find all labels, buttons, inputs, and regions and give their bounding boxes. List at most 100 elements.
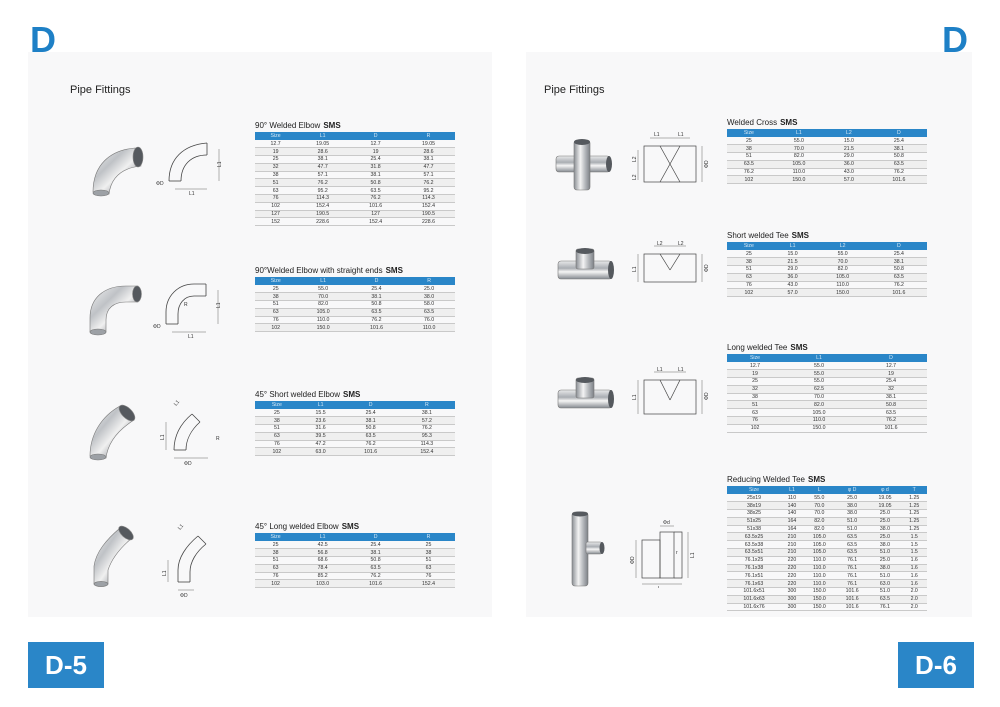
table-cell: 78.4 [296, 564, 350, 573]
table-cell: 1.5 [901, 548, 927, 557]
drawing-label: L1 [160, 434, 166, 440]
table-cell: 51.0 [868, 587, 902, 596]
table-cell: 25 [255, 155, 297, 164]
table-cell: 164 [781, 517, 803, 526]
short-tee-photo [557, 248, 614, 280]
table-cell: 38 [255, 292, 297, 302]
table-cell: 51x38 [727, 525, 782, 534]
catalog-page-left: D Pipe Fittings L1 L1 ΦD 90° Welded Elbo… [28, 21, 455, 688]
table-cell: 63.5 [349, 308, 404, 317]
table-cell: 1.6 [901, 556, 927, 565]
drawing-label: ΦD [156, 181, 164, 187]
table-cell: 76.1x51 [727, 571, 782, 581]
table-cell: 43.0 [770, 281, 815, 290]
drawing-label: L1 [188, 334, 194, 340]
section-letter: D [942, 19, 968, 60]
table-cell: 220 [781, 556, 803, 565]
table-cell: 55.0 [783, 362, 855, 371]
table-cell: 101.6 [349, 202, 403, 211]
table-cell: 114.3 [402, 194, 455, 203]
table-cell: 47.2 [298, 440, 343, 449]
table-cell: 68.6 [296, 556, 350, 565]
table-cell: 38x25 [727, 509, 782, 518]
drawing-label: R [216, 436, 220, 442]
table-cell: 150.0 [770, 175, 827, 185]
table-cell: 21.5 [826, 144, 871, 154]
table-cell: 51.0 [835, 525, 869, 534]
reducing-tee-photo [571, 511, 605, 587]
table-cell: 63 [727, 408, 784, 418]
table-cell: 220 [781, 579, 803, 589]
table-cell: 63.5 [349, 564, 403, 573]
table-cell: 2.0 [901, 587, 927, 596]
table-cell: 63.5 [870, 160, 927, 169]
table-cell: 76.2 [349, 572, 403, 581]
welded-cross-photo [555, 139, 612, 191]
table-cell: 76.1 [835, 571, 869, 581]
elbow-90-photo [92, 146, 144, 197]
table-cell: 210 [781, 548, 803, 557]
table-cell: 50.8 [342, 424, 399, 433]
table-cell: 38.1 [398, 409, 455, 418]
table-cell: 43.0 [826, 168, 871, 177]
table-cell: 38 [255, 171, 297, 180]
table-cell: 19.05 [868, 501, 902, 511]
short-tee-drawing: L2 L2 L1 ΦD [632, 241, 710, 283]
table-cell: 76.2 [342, 440, 399, 449]
table-cell: 25.0 [403, 285, 455, 294]
table-cell: 42.5 [296, 541, 350, 550]
drawing-label: L [658, 586, 661, 588]
table-cell: 63.5 [855, 408, 927, 418]
elbow-45-long-drawing: L1 L1 ΦD [162, 523, 207, 598]
drawing-label: ΦD [180, 593, 188, 598]
long-tee-photo [557, 377, 614, 409]
table-cell: 102 [727, 288, 771, 298]
table-cell: 82.0 [802, 517, 836, 526]
table-cell: 76.2 [402, 178, 455, 188]
table-cell: 76.1 [835, 564, 869, 573]
table-cell: 19 [255, 147, 297, 157]
table-cell: 150.0 [814, 288, 871, 298]
table-cell: 101.6 [870, 175, 927, 185]
table-cell: 300 [781, 595, 803, 604]
table-cell: 76 [255, 194, 297, 203]
table-cell: 82.0 [802, 525, 836, 534]
table-cell: 140 [781, 509, 803, 518]
table-cell: 76 [255, 440, 299, 449]
table-cell: 300 [781, 603, 803, 612]
table-cell: 25 [255, 285, 297, 294]
table-cell: 70.0 [802, 509, 836, 518]
table-cell: 51 [255, 178, 297, 188]
table-cell: 25.4 [349, 285, 404, 294]
table-cell: 101.6 [870, 288, 927, 298]
column-header: φ D [835, 486, 869, 494]
table-cell: 57.0 [826, 175, 871, 185]
table-cell: 210 [781, 540, 803, 550]
table-cell: 38 [255, 416, 299, 426]
table-cell: 210 [781, 532, 803, 542]
elbow-45-short-drawing: L1 L1 ΦD R [160, 399, 220, 467]
table-cell: 82.0 [783, 400, 855, 410]
table-cell: 57.0 [770, 288, 815, 298]
table-cell: 76 [255, 316, 297, 325]
drawing-label: L1 [657, 367, 663, 373]
table-cell: 76 [402, 572, 455, 581]
drawing-label: Φd [663, 520, 670, 526]
table-cell: 19.05 [296, 140, 350, 149]
standard-badge: SMS [780, 118, 798, 127]
table-cell: 101.6 [342, 447, 399, 457]
